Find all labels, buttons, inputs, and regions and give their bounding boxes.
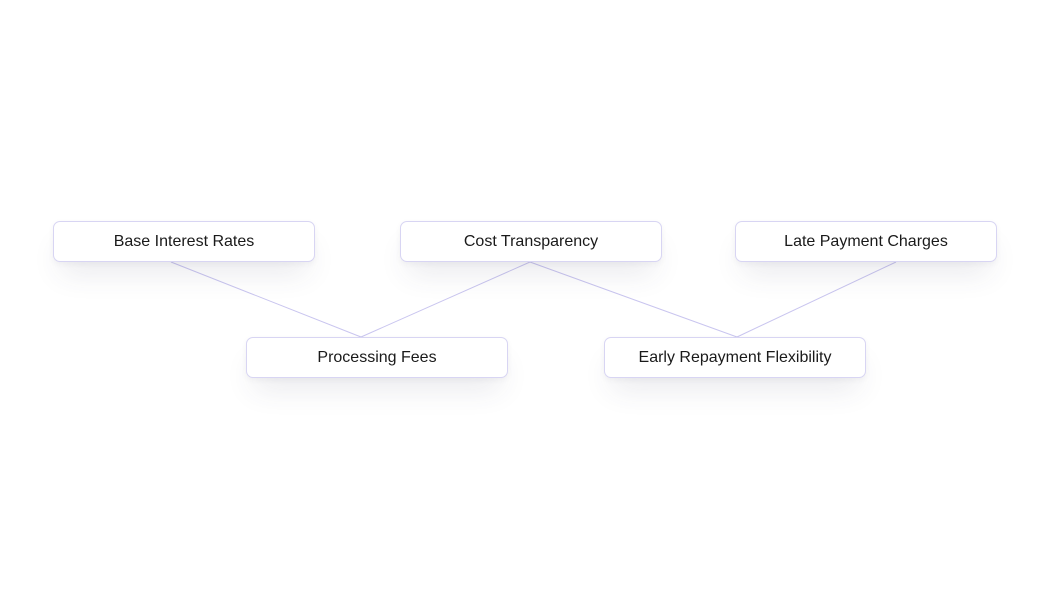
node-late-payment-charges[interactable]: Late Payment Charges xyxy=(735,221,997,262)
node-cost-transparency[interactable]: Cost Transparency xyxy=(400,221,662,262)
node-processing-fees[interactable]: Processing Fees xyxy=(246,337,508,378)
edge-cost-to-processing xyxy=(360,261,531,338)
node-early-repayment-flexibility[interactable]: Early Repayment Flexibility xyxy=(604,337,866,378)
node-label: Base Interest Rates xyxy=(113,232,255,250)
node-label: Cost Transparency xyxy=(463,232,599,250)
edge-base-to-processing xyxy=(170,261,362,338)
edge-late-to-early-repayment xyxy=(736,261,897,338)
node-label: Processing Fees xyxy=(317,348,437,366)
node-base-interest-rates[interactable]: Base Interest Rates xyxy=(53,221,315,262)
node-label: Early Repayment Flexibility xyxy=(638,348,832,366)
node-label: Late Payment Charges xyxy=(784,232,948,250)
edge-cost-to-early-repayment xyxy=(529,261,738,338)
